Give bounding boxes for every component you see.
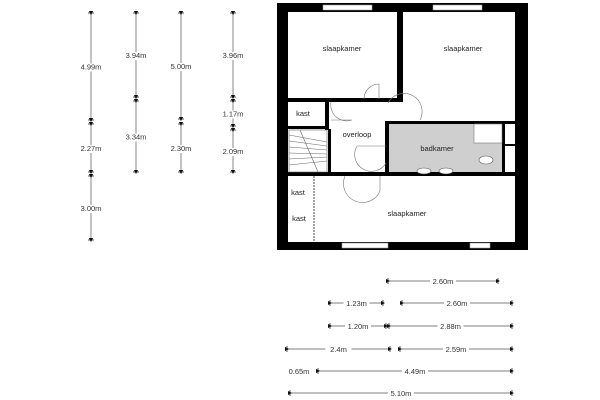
- dimension-label-bg: [168, 145, 194, 153]
- room-label-landing: overloop: [343, 130, 372, 139]
- dimension-label: 2.09m: [223, 147, 244, 156]
- dimension-label-bg: [168, 63, 194, 71]
- dimension-label-bg: [325, 346, 352, 354]
- dimension-label-bg: [444, 300, 470, 308]
- dimension-label: 2.88m: [440, 322, 461, 331]
- dimension-label-bg: [443, 346, 469, 354]
- dimension-label: 4.99m: [81, 63, 102, 72]
- dimension-label-bg: [345, 323, 371, 331]
- dimension-label: 3.96m: [223, 51, 244, 60]
- dimension-label-bg: [78, 205, 104, 213]
- dimension-label-bg: [220, 148, 246, 156]
- dimension-label: 1.17m: [223, 110, 244, 119]
- dimension-label-bg: [402, 368, 428, 376]
- dimension-label: 2.60m: [433, 277, 454, 286]
- dimension-label-bg: [220, 52, 246, 60]
- dimension-label: 5.10m: [391, 389, 412, 398]
- interior-walls: [288, 12, 515, 176]
- dimension-label-bg: [78, 145, 104, 153]
- bathtub-icon: [473, 123, 503, 144]
- dimension-label: 3.00m: [81, 204, 102, 213]
- dimension-label: 3.34m: [126, 133, 147, 142]
- dimension-label: 5.00m: [171, 62, 192, 71]
- dimension-label-bg: [78, 63, 104, 72]
- dimension-label: 2.27m: [81, 144, 102, 153]
- dimension-label: 1.23m: [346, 299, 367, 308]
- dimension-label-bg: [123, 133, 149, 142]
- staircase: [288, 129, 328, 173]
- sink-icon: [416, 167, 432, 175]
- room-label-bedroom: slaapkamer: [444, 44, 483, 53]
- dimension-label: 2.30m: [171, 144, 192, 153]
- dimension-label: 1.20m: [348, 322, 369, 331]
- room-label-bedroom: slaapkamer: [388, 209, 427, 218]
- room-label-bedroom: slaapkamer: [323, 44, 362, 53]
- dimension-label: 2.59m: [446, 345, 467, 354]
- door-swings: [330, 83, 423, 203]
- dimension-label: 4.49m: [405, 367, 426, 376]
- room-label-closet: kast: [296, 109, 311, 118]
- dimension-label: 2.60m: [447, 299, 468, 308]
- dimension-label: 2.4m: [330, 345, 347, 354]
- dimension-label-bg: [343, 300, 370, 308]
- dimension-label-bg: [123, 52, 149, 60]
- room-label-closet: kast: [291, 188, 306, 197]
- sink-icon: [438, 167, 454, 175]
- dimension-label: 0.65m: [289, 367, 310, 376]
- windows: [322, 4, 491, 249]
- dimension-label-bg: [220, 110, 246, 119]
- dimension-lines: 4.99m 2.27m 3.00m 3.94m 3.34m 5.00m 2.30m 3.96m…: [78, 10, 515, 398]
- dimension-label-bg: [388, 390, 414, 398]
- dimension-label: 3.94m: [126, 51, 147, 60]
- dimension-label-bg: [430, 278, 456, 286]
- room-label-closet: kast: [292, 214, 307, 223]
- room-label-bathroom: badkamer: [420, 144, 454, 153]
- toilet-icon: [478, 155, 494, 165]
- dimension-label-bg: [437, 323, 464, 331]
